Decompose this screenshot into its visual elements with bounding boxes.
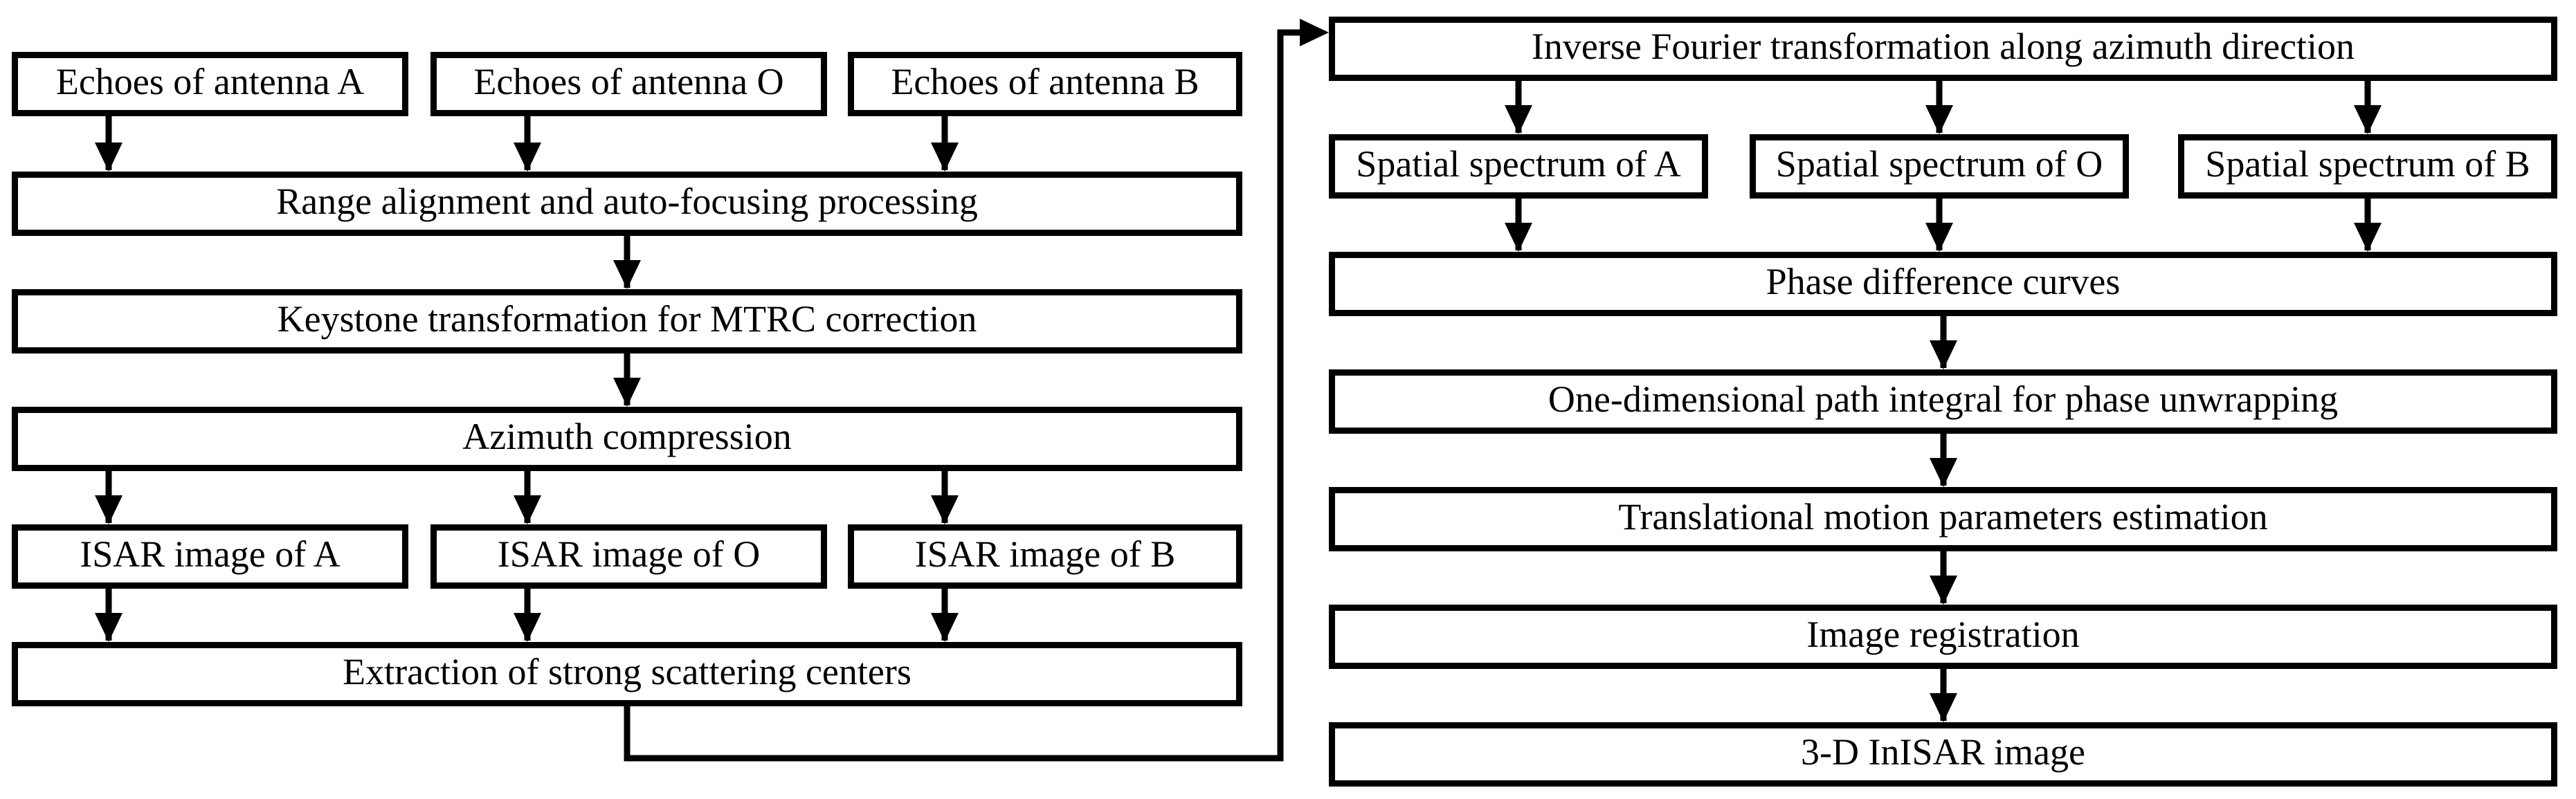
flow-node-azimuth-compression[interactable]: Azimuth compression (12, 407, 1242, 471)
flow-arrow (931, 116, 959, 172)
flow-node-range-align[interactable]: Range alignment and auto-focusing proces… (12, 172, 1242, 236)
flow-node-label: Keystone transformation for MTRC correct… (278, 298, 977, 340)
flow-node-isar-o[interactable]: ISAR image of O (430, 524, 827, 589)
flow-node-label: Echoes of antenna A (56, 61, 364, 102)
flow-node-label: One-dimensional path integral for phase … (1548, 378, 2338, 420)
flow-arrow (2354, 81, 2382, 134)
flow-node-phase-diff[interactable]: Phase difference curves (1329, 252, 2557, 316)
edges-layer (95, 19, 2382, 762)
flow-node-extraction[interactable]: Extraction of strong scattering centers (12, 642, 1242, 706)
flow-node-label: ISAR image of B (915, 533, 1175, 575)
flow-arrow (1925, 199, 1953, 252)
flow-arrow (514, 589, 541, 642)
flow-arrow (95, 471, 123, 524)
flow-node-path-integral[interactable]: One-dimensional path integral for phase … (1329, 369, 2557, 434)
flow-node-image-registration[interactable]: Image registration (1329, 605, 2557, 669)
flow-node-inisar-3d[interactable]: 3-D InISAR image (1329, 722, 2557, 787)
flow-node-label: Range alignment and auto-focusing proces… (276, 181, 978, 222)
flow-node-label: Spatial spectrum of B (2205, 143, 2530, 185)
flow-arrow (1930, 316, 1957, 369)
flow-node-spectrum-a[interactable]: Spatial spectrum of A (1329, 134, 1708, 199)
flow-arrow (1925, 81, 1953, 134)
flow-node-ifft-azimuth[interactable]: Inverse Fourier transformation along azi… (1329, 17, 2557, 81)
flow-node-label: Inverse Fourier transformation along azi… (1532, 26, 2355, 67)
flow-arrow (1505, 81, 1532, 134)
flow-node-spectrum-b[interactable]: Spatial spectrum of B (2178, 134, 2557, 199)
flow-arrow (1930, 669, 1957, 722)
flow-node-label: Echoes of antenna B (891, 61, 1199, 102)
flow-node-label: Spatial spectrum of O (1776, 143, 2103, 185)
flow-arrow (931, 471, 959, 524)
flow-node-echo-a[interactable]: Echoes of antenna A (12, 52, 408, 116)
flow-arrow (613, 353, 641, 407)
flow-arrow (1930, 551, 1957, 605)
flow-node-label: Image registration (1806, 614, 2079, 655)
flow-node-label: Translational motion parameters estimati… (1618, 496, 2267, 538)
flow-node-label: 3-D InISAR image (1801, 731, 2085, 773)
flow-node-label: ISAR image of O (498, 533, 760, 575)
flow-arrow (95, 116, 123, 172)
flow-arrow (931, 589, 959, 642)
flow-arrow (613, 236, 641, 289)
flow-node-keystone[interactable]: Keystone transformation for MTRC correct… (12, 289, 1242, 353)
flow-node-spectrum-o[interactable]: Spatial spectrum of O (1750, 134, 2129, 199)
flow-node-isar-a[interactable]: ISAR image of A (12, 524, 408, 589)
flow-arrow (514, 471, 541, 524)
nodes-layer: Echoes of antenna A Echoes of antenna O Ec… (12, 17, 2557, 787)
flow-arrow (1505, 199, 1532, 252)
flow-node-echo-o[interactable]: Echoes of antenna O (430, 52, 827, 116)
feedback-arrow (624, 19, 1329, 762)
flow-arrow (2354, 199, 2382, 252)
flow-arrow (1930, 434, 1957, 487)
flow-node-label: Echoes of antenna O (473, 61, 783, 102)
flow-node-isar-b[interactable]: ISAR image of B (848, 524, 1242, 589)
flow-node-label: ISAR image of A (80, 533, 340, 575)
flow-node-label: Azimuth compression (462, 416, 791, 457)
flow-arrow (95, 589, 123, 642)
flow-node-label: Phase difference curves (1766, 261, 2121, 302)
flow-node-label: Spatial spectrum of A (1356, 143, 1680, 185)
flow-node-echo-b[interactable]: Echoes of antenna B (848, 52, 1242, 116)
flow-node-label: Extraction of strong scattering centers (343, 651, 911, 692)
flow-arrow (514, 116, 541, 172)
flow-node-translational[interactable]: Translational motion parameters estimati… (1329, 487, 2557, 551)
